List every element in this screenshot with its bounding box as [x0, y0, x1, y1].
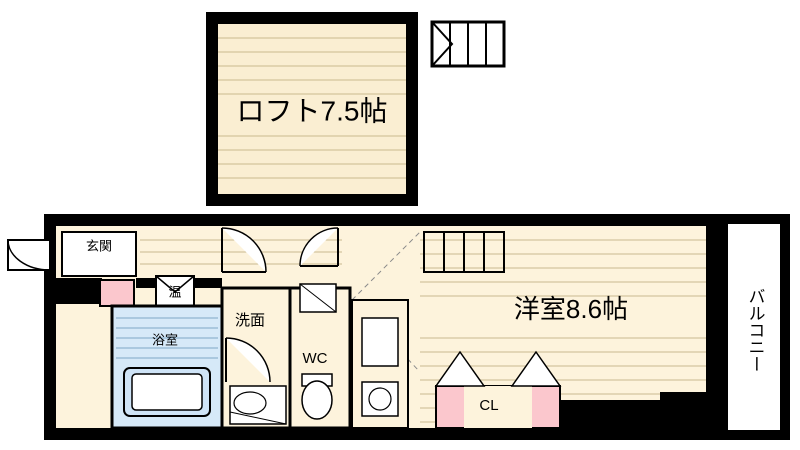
closet-inner	[464, 386, 532, 428]
closet-door-left	[434, 350, 486, 387]
wash-basin	[229, 385, 287, 425]
bathroom: 浴室	[110, 304, 224, 430]
room-label-bath: 浴室	[152, 332, 178, 347]
room-label-loft: ロフト7.5帖	[237, 95, 388, 126]
washer-drum	[368, 387, 392, 411]
toilet-fixture	[301, 373, 333, 420]
heater-box	[99, 279, 135, 307]
entry-area: 玄関	[7, 227, 342, 304]
wall-bottom-corner	[660, 392, 706, 428]
room-label-senmen: 洗面	[235, 312, 265, 329]
toilet-room: WC	[288, 283, 352, 430]
kitchen-column	[351, 299, 409, 429]
bath-wall-hatch	[116, 317, 218, 359]
room-label-wc: WC	[303, 350, 328, 367]
balcony-floor	[728, 224, 780, 430]
wall-notch	[44, 214, 104, 228]
room-label-genkan: 玄関	[86, 238, 112, 253]
washroom: 洗面	[220, 286, 292, 430]
heater-glyph	[155, 275, 195, 293]
front-door	[7, 239, 51, 271]
washroom-door	[225, 337, 271, 383]
room-label-yu: 温	[168, 284, 181, 299]
wall-entry-lower	[56, 278, 102, 304]
water-heater: 温	[99, 275, 195, 309]
wall-right	[706, 226, 718, 428]
bathtub-inner	[131, 373, 203, 411]
loft-ladder	[430, 20, 506, 68]
closet-cl: CL	[434, 350, 562, 429]
main-floor: 洋室8.6帖 CL 玄関	[7, 214, 790, 440]
room-label-balcony: バルコニー	[746, 288, 765, 373]
room-label-western: 洋室8.6帖	[514, 294, 628, 324]
wall-bottom-right	[560, 400, 670, 428]
room-label-cl: CL	[479, 397, 498, 414]
closet-door-right	[510, 350, 562, 387]
hall-door-1	[221, 227, 267, 273]
kitchen-sink	[361, 317, 399, 367]
loft-floor-lines	[218, 37, 406, 179]
hall-door-2	[299, 227, 339, 267]
entry-landing	[61, 231, 137, 277]
loft-area: ロフト7.5帖	[206, 12, 506, 206]
loft-opening	[423, 231, 505, 273]
balcony: バルコニー	[718, 214, 790, 440]
